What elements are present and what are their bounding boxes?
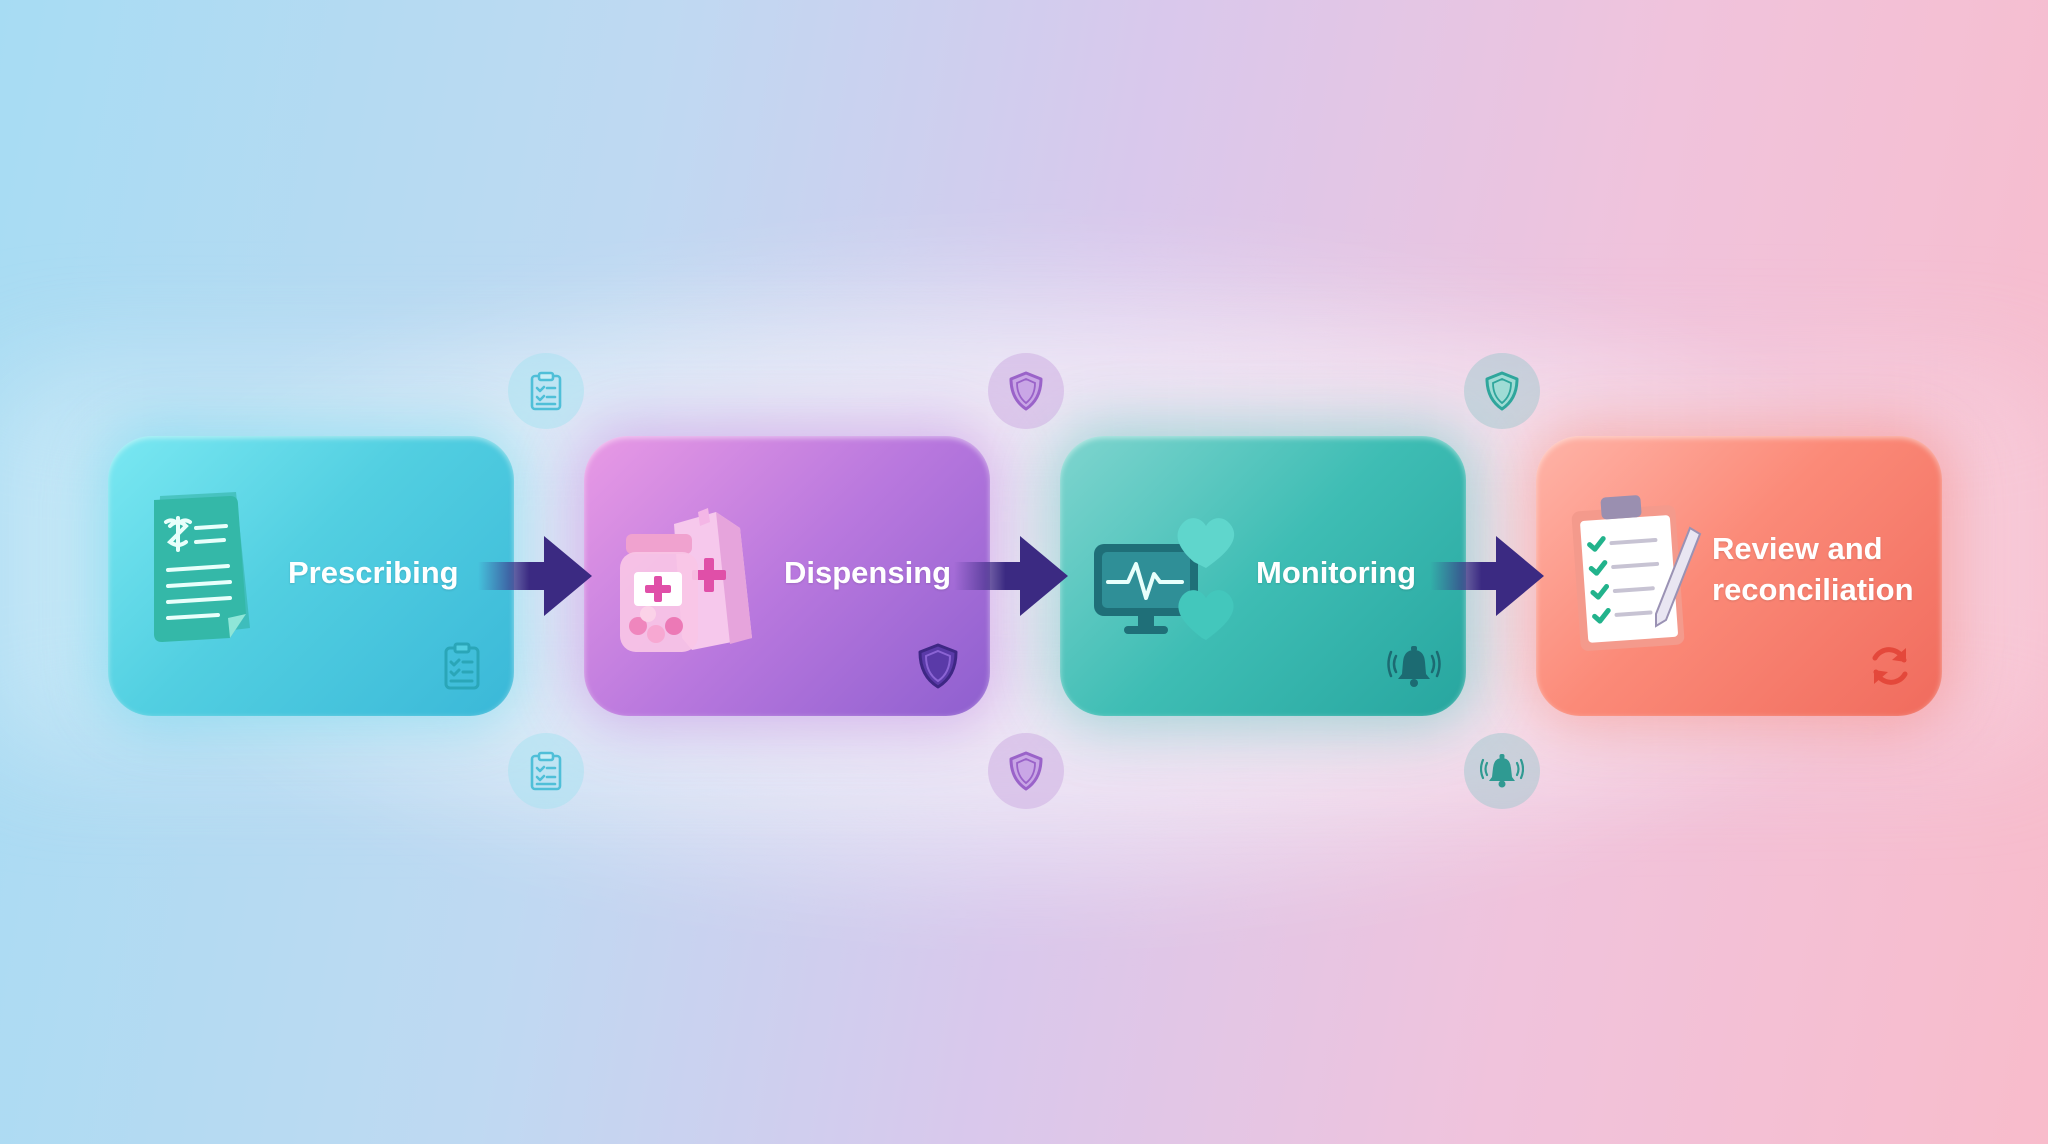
heart-monitor-icon (1094, 518, 1235, 640)
shield-icon (918, 643, 958, 689)
alarm-bell-icon (1387, 646, 1441, 687)
step-label: Prescribing (288, 555, 459, 590)
shield-icon (1009, 371, 1043, 411)
prescription-document-icon (154, 492, 250, 642)
connector-badge-bottom-3 (1464, 733, 1540, 809)
flow-arrow-1 (478, 536, 592, 616)
step-label-line-2: reconciliation (1712, 572, 1914, 607)
flow-arrow-2 (954, 536, 1068, 616)
clipboard-check-icon (530, 751, 562, 791)
flow-arrow-3 (1430, 536, 1544, 616)
clipboard-check-icon (530, 371, 562, 411)
step-card-dispensing: Dispensing (584, 436, 990, 716)
clipboard-check-icon (444, 642, 480, 690)
connector-badge-bottom-1 (508, 733, 584, 809)
shield-icon (1009, 751, 1043, 791)
checklist-clipboard-icon (1571, 495, 1702, 651)
connector-badge-top-2 (988, 353, 1064, 429)
step-label: Monitoring (1256, 555, 1417, 590)
step-card-review-and-reconciliation: Review and reconciliation (1536, 436, 1942, 716)
connector-badge-top-1 (508, 353, 584, 429)
step-label-line-1: Review and (1712, 531, 1883, 566)
step-label: Dispensing (784, 555, 952, 590)
step-card-monitoring: Monitoring (1060, 436, 1466, 716)
step-label: Review and reconciliation (1712, 528, 1914, 610)
shield-icon (1485, 371, 1519, 411)
refresh-icon (1872, 647, 1908, 685)
alarm-bell-icon (1480, 754, 1524, 788)
step-card-prescribing: Prescribing (108, 436, 514, 716)
connector-badge-top-3 (1464, 353, 1540, 429)
medicine-bottle-and-bag-icon (620, 508, 752, 652)
connector-badge-bottom-2 (988, 733, 1064, 809)
